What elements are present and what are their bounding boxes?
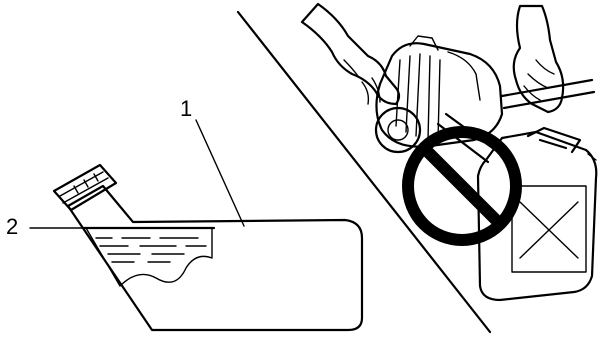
tank-outline (68, 186, 362, 330)
fuel-hatching (96, 238, 206, 262)
callout-label-tank: 1 (180, 98, 192, 120)
left-hand (302, 4, 399, 104)
handle-bar (502, 80, 594, 108)
left-hand-fingers (344, 60, 380, 104)
no-symbol-slash (424, 148, 500, 224)
prohibition-sign (408, 132, 516, 240)
right-hand (514, 6, 563, 112)
fuel-tank-section (30, 120, 362, 330)
callout-1-leader (196, 120, 244, 226)
jerry-can-emboss (512, 186, 586, 272)
fuel-body (86, 228, 212, 286)
engine-top (410, 36, 480, 100)
refuel-scene (302, 4, 596, 300)
right-hand-fingers (524, 60, 554, 100)
engine-fins (396, 54, 440, 140)
starter-hub (388, 120, 408, 140)
callout-label-fuel-level: 2 (6, 216, 18, 238)
jerry-can-handle (528, 128, 580, 152)
